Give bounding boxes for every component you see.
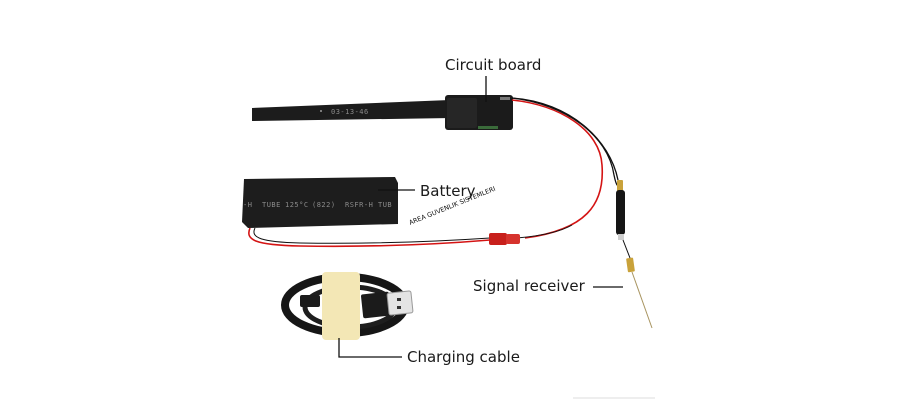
flex-cable-print: 03-13-46 — [331, 108, 369, 116]
battery-print: RSFR-H — [345, 201, 373, 209]
battery-print: 125°C — [285, 201, 309, 209]
battery: -H TUBE 125°C (822) RSFR-H TUB — [242, 177, 398, 228]
battery-print: TUBE — [262, 201, 281, 209]
battery-print: TUB — [378, 201, 392, 209]
cable-band — [322, 272, 360, 340]
flex-cable: 03-13-46 — [252, 100, 452, 121]
circuit-board — [445, 95, 513, 130]
charging-cable-label: Charging cable — [407, 348, 520, 366]
callout-battery: Battery — [378, 182, 476, 200]
callout-charging-cable: Charging cable — [338, 338, 520, 366]
callout-circuit-board: Circuit board — [445, 56, 541, 102]
callout-signal-receiver: Signal receiver — [473, 277, 623, 295]
signal-receiver-label: Signal receiver — [473, 277, 586, 295]
charging-cable — [281, 272, 414, 340]
battery-print: (822) — [312, 201, 336, 209]
battery-connector — [489, 233, 520, 245]
battery-print: -H — [243, 201, 252, 209]
circuit-board-label: Circuit board — [445, 56, 541, 74]
wires — [248, 97, 623, 248]
signal-receiver — [616, 180, 653, 329]
battery-label: Battery — [420, 182, 476, 200]
